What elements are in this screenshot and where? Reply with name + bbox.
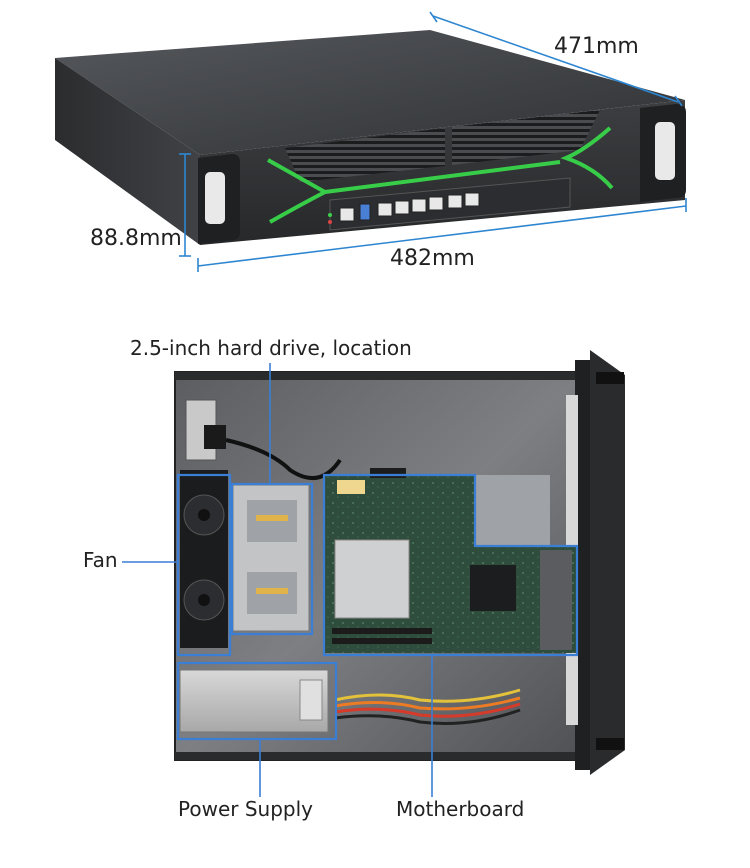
ethernet-ports: [339, 192, 480, 222]
hdd-callout-box: [230, 482, 314, 636]
depth-dimension-label: 471mm: [554, 34, 639, 59]
right-handle: [640, 104, 686, 202]
height-dimension-label: 88.8mm: [90, 226, 182, 251]
width-dimension-label: 482mm: [390, 246, 475, 271]
hard-drive-label: 2.5-inch hard drive, location: [130, 336, 412, 360]
chassis-top: [55, 30, 685, 155]
hdd-cage: [232, 484, 310, 632]
motherboard-board: [324, 468, 577, 653]
motherboard-callout-box: [322, 473, 579, 657]
psu: [179, 669, 329, 733]
fans: [180, 470, 228, 648]
power-supply-label: Power Supply: [178, 797, 313, 821]
callout-boxes: [176, 473, 579, 741]
wires: [334, 688, 521, 725]
left-handle: [198, 154, 240, 244]
psu-callout-box: [176, 661, 338, 741]
chassis-side: [55, 58, 200, 245]
leader-lines: [122, 363, 433, 797]
front-vent-left: [285, 128, 445, 182]
front-vent-right: [452, 110, 600, 165]
motherboard-label: Motherboard: [396, 797, 525, 821]
fan-label: Fan: [83, 548, 118, 572]
led-glow: [267, 126, 614, 224]
fan-callout-box: [176, 473, 232, 657]
dimension-lines: [179, 11, 687, 272]
